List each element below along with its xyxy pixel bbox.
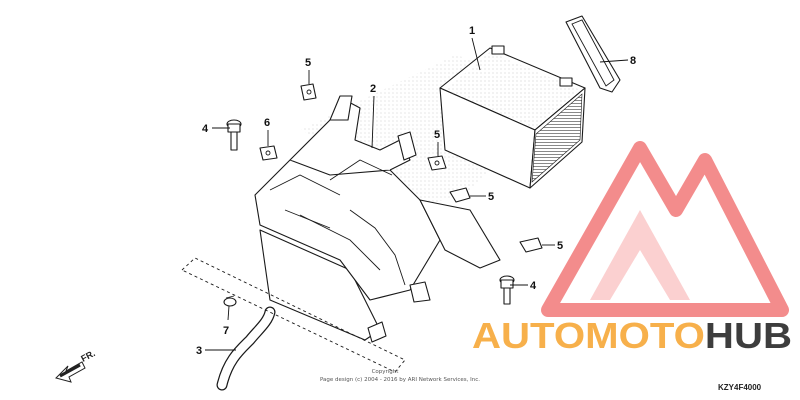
- copyright-title: Copyright: [372, 369, 400, 375]
- battery: [439, 45, 586, 189]
- callout-4-lower: 4: [530, 280, 537, 292]
- callout-1: 1: [469, 25, 475, 37]
- clip-nut: [259, 145, 278, 161]
- nut-3: [449, 187, 471, 203]
- callout-5-d: 5: [557, 240, 563, 252]
- nut-4: [519, 237, 543, 253]
- copyright-line: Page design (c) 2004 - 2016 by ARI Netwo…: [320, 377, 480, 383]
- watermark-text-part2: HUB: [705, 315, 792, 356]
- battery-band: [565, 15, 621, 93]
- bolt-lower: [499, 275, 515, 305]
- callout-5-c: 5: [488, 191, 494, 203]
- diagram-code: KZY4F4000: [718, 383, 762, 392]
- callout-5-b: 5: [434, 129, 440, 141]
- callout-3: 3: [196, 345, 202, 357]
- callout-8: 8: [630, 55, 636, 67]
- battery-box: [254, 95, 501, 343]
- bolt-upper: [226, 119, 242, 151]
- nut-2: [427, 155, 447, 171]
- front-direction-label: FR.: [79, 348, 96, 364]
- callout-5-a: 5: [305, 57, 311, 69]
- callout-4-upper: 4: [202, 123, 209, 135]
- front-direction-arrow: [55, 361, 86, 383]
- leader-lines: [205, 37, 629, 351]
- tube-clip: [223, 295, 237, 307]
- watermark-logo: [541, 141, 789, 317]
- nut-1: [300, 83, 317, 101]
- callout-2: 2: [370, 83, 376, 95]
- watermark-text-part1: AUTOMOTO: [472, 315, 705, 356]
- callout-7: 7: [223, 325, 229, 337]
- drain-tube: [216, 306, 276, 391]
- callout-6: 6: [264, 117, 270, 129]
